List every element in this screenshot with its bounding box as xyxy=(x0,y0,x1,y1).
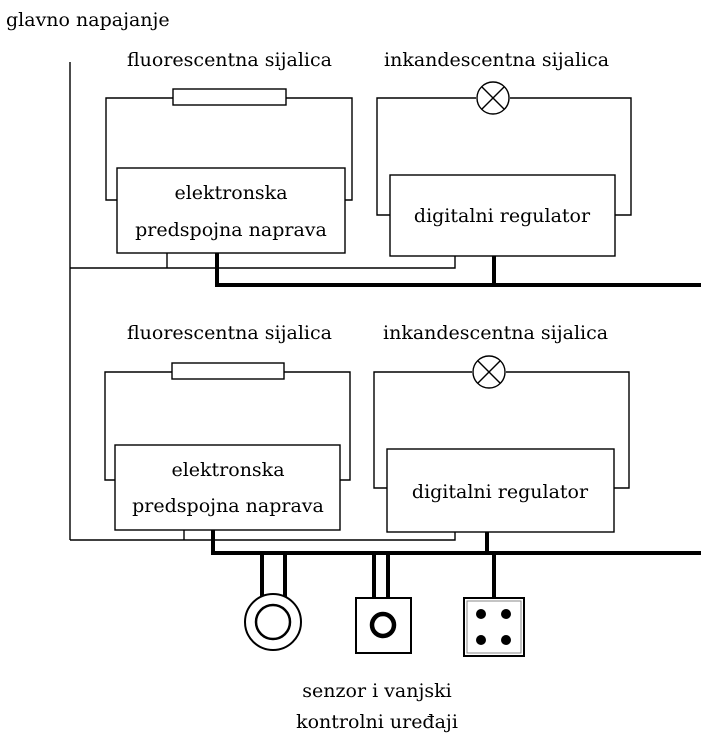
circuit-1-incandescent-loop-right xyxy=(510,97,632,216)
circuit-2-fluorescent-label: fluorescentna sijalica xyxy=(127,322,332,344)
circuit-2: fluorescentna sijalica inkandescentna si… xyxy=(70,322,701,555)
square-sensor-icon xyxy=(355,597,412,654)
circuit-1-incandescent-label: inkandescentna sijalica xyxy=(384,49,609,71)
circuit-2-regulator-label: digitalni regulator xyxy=(412,481,589,503)
circuit-1-regulator-box xyxy=(389,174,616,257)
circuit-2-incandescent-loop-right xyxy=(506,371,630,489)
circuit-1: fluorescentna sijalica inkandescentna si… xyxy=(70,49,701,287)
circuit-1-control-bus xyxy=(215,253,701,287)
main-supply-label: glavno napajanje xyxy=(6,9,170,31)
circuit-2-ballast-box xyxy=(114,444,341,531)
circuit-2-regulator-box xyxy=(386,448,615,533)
circuit-1-supply-wire xyxy=(70,256,456,269)
circuit-1-ballast-line2: predspojna naprava xyxy=(135,219,327,241)
circuit-2-ballast-line1: elektronska xyxy=(171,459,284,481)
circuit-1-fluorescent-label: fluorescentna sijalica xyxy=(127,49,332,71)
circuit-2-supply-wire xyxy=(70,532,456,541)
circuit-2-control-bus xyxy=(211,530,701,555)
circuit-1-incandescent-loop xyxy=(376,97,476,216)
control-devices: senzor i vanjski kontrolni uređaji xyxy=(244,553,525,733)
circuit-1-regulator-label: digitalni regulator xyxy=(414,205,591,227)
circuit-2-incandescent-loop xyxy=(373,371,472,489)
circuit-1-incandescent-lamp-icon xyxy=(476,81,510,115)
circuit-1-ballast-line1: elektronska xyxy=(174,182,287,204)
devices-label-line2: kontrolni uređaji xyxy=(296,711,458,733)
devices-label-line1: senzor i vanjski xyxy=(302,680,451,702)
circuit-2-incandescent-lamp-icon xyxy=(472,355,506,389)
circuit-2-fluorescent-tube-icon xyxy=(171,362,285,380)
circuit-2-ballast-line2: predspojna naprava xyxy=(132,495,324,517)
round-sensor-icon xyxy=(244,593,302,651)
circuit-2-incandescent-label: inkandescentna sijalica xyxy=(383,322,608,344)
circuit-1-fluorescent-tube-icon xyxy=(172,88,287,106)
circuit-1-ballast-box xyxy=(116,167,346,254)
keypad-icon xyxy=(463,597,525,657)
